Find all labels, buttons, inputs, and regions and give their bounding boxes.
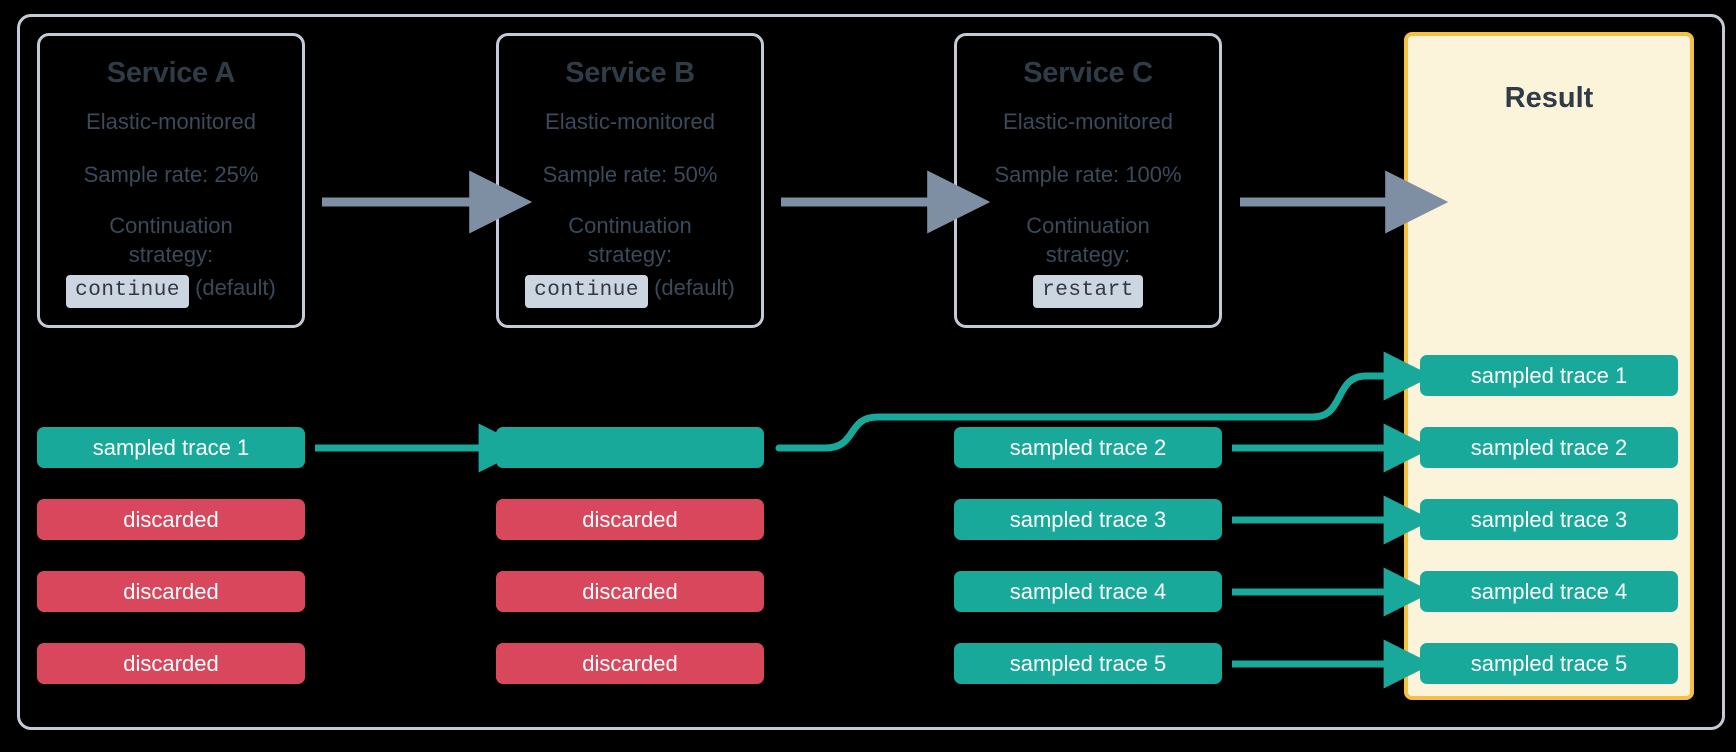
service-c-trace-4[interactable]: sampled trace 5 [954,643,1222,684]
service-c-strategy: Continuation strategy: restart [1026,211,1150,309]
result-title: Result [1504,82,1594,114]
service-c-strategy-value: restart [1033,275,1143,309]
service-a-trace-1[interactable]: sampled trace 1 [37,427,305,468]
service-card-b: Service B Elastic-monitored Sample rate:… [496,33,764,328]
service-a-trace-4[interactable]: discarded [37,643,305,684]
service-a-trace-3[interactable]: discarded [37,571,305,612]
service-c-trace-1[interactable]: sampled trace 2 [954,427,1222,468]
service-a-monitored: Elastic-monitored [86,108,256,134]
service-b-sample-rate: Sample rate: 50% [542,162,718,188]
service-b-strategy-suffix: (default) [654,275,735,301]
service-c-monitored: Elastic-monitored [1003,108,1173,134]
result-trace-3[interactable]: sampled trace 3 [1420,499,1678,540]
service-card-c: Service C Elastic-monitored Sample rate:… [954,33,1222,328]
service-b-trace-4[interactable]: discarded [496,643,764,684]
service-a-title: Service A [106,57,236,89]
service-a-strategy-value: continue [66,275,189,309]
service-b-monitored: Elastic-monitored [545,108,715,134]
service-a-strategy-label-1: Continuation [109,212,233,238]
service-b-strategy-label-2: strategy: [587,242,673,268]
service-b-strategy: Continuation strategy: continue (default… [525,211,735,309]
service-a-strategy: Continuation strategy: continue (default… [66,211,276,309]
service-c-strategy-label-2: strategy: [1045,242,1131,268]
service-b-title: Service B [565,57,695,89]
service-b-strategy-label-1: Continuation [568,212,692,238]
service-c-title: Service C [1023,57,1153,89]
service-c-strategy-row: restart [1026,273,1150,309]
service-c-strategy-label-1: Continuation [1026,212,1150,238]
service-b-trace-2[interactable]: discarded [496,499,764,540]
service-card-a: Service A Elastic-monitored Sample rate:… [37,33,305,328]
result-trace-5[interactable]: sampled trace 5 [1420,643,1678,684]
result-trace-4[interactable]: sampled trace 4 [1420,571,1678,612]
result-trace-2[interactable]: sampled trace 2 [1420,427,1678,468]
service-c-sample-rate: Sample rate: 100% [994,162,1182,188]
service-b-trace-1[interactable] [496,427,764,468]
service-a-strategy-suffix: (default) [195,275,276,301]
service-b-strategy-row: continue (default) [525,273,735,309]
service-c-trace-3[interactable]: sampled trace 4 [954,571,1222,612]
service-a-strategy-label-2: strategy: [128,242,214,268]
service-c-trace-2[interactable]: sampled trace 3 [954,499,1222,540]
service-a-trace-2[interactable]: discarded [37,499,305,540]
result-trace-1[interactable]: sampled trace 1 [1420,355,1678,396]
service-b-trace-3[interactable]: discarded [496,571,764,612]
service-a-sample-rate: Sample rate: 25% [83,162,259,188]
service-b-strategy-value: continue [525,275,648,309]
service-a-strategy-row: continue (default) [66,273,276,309]
